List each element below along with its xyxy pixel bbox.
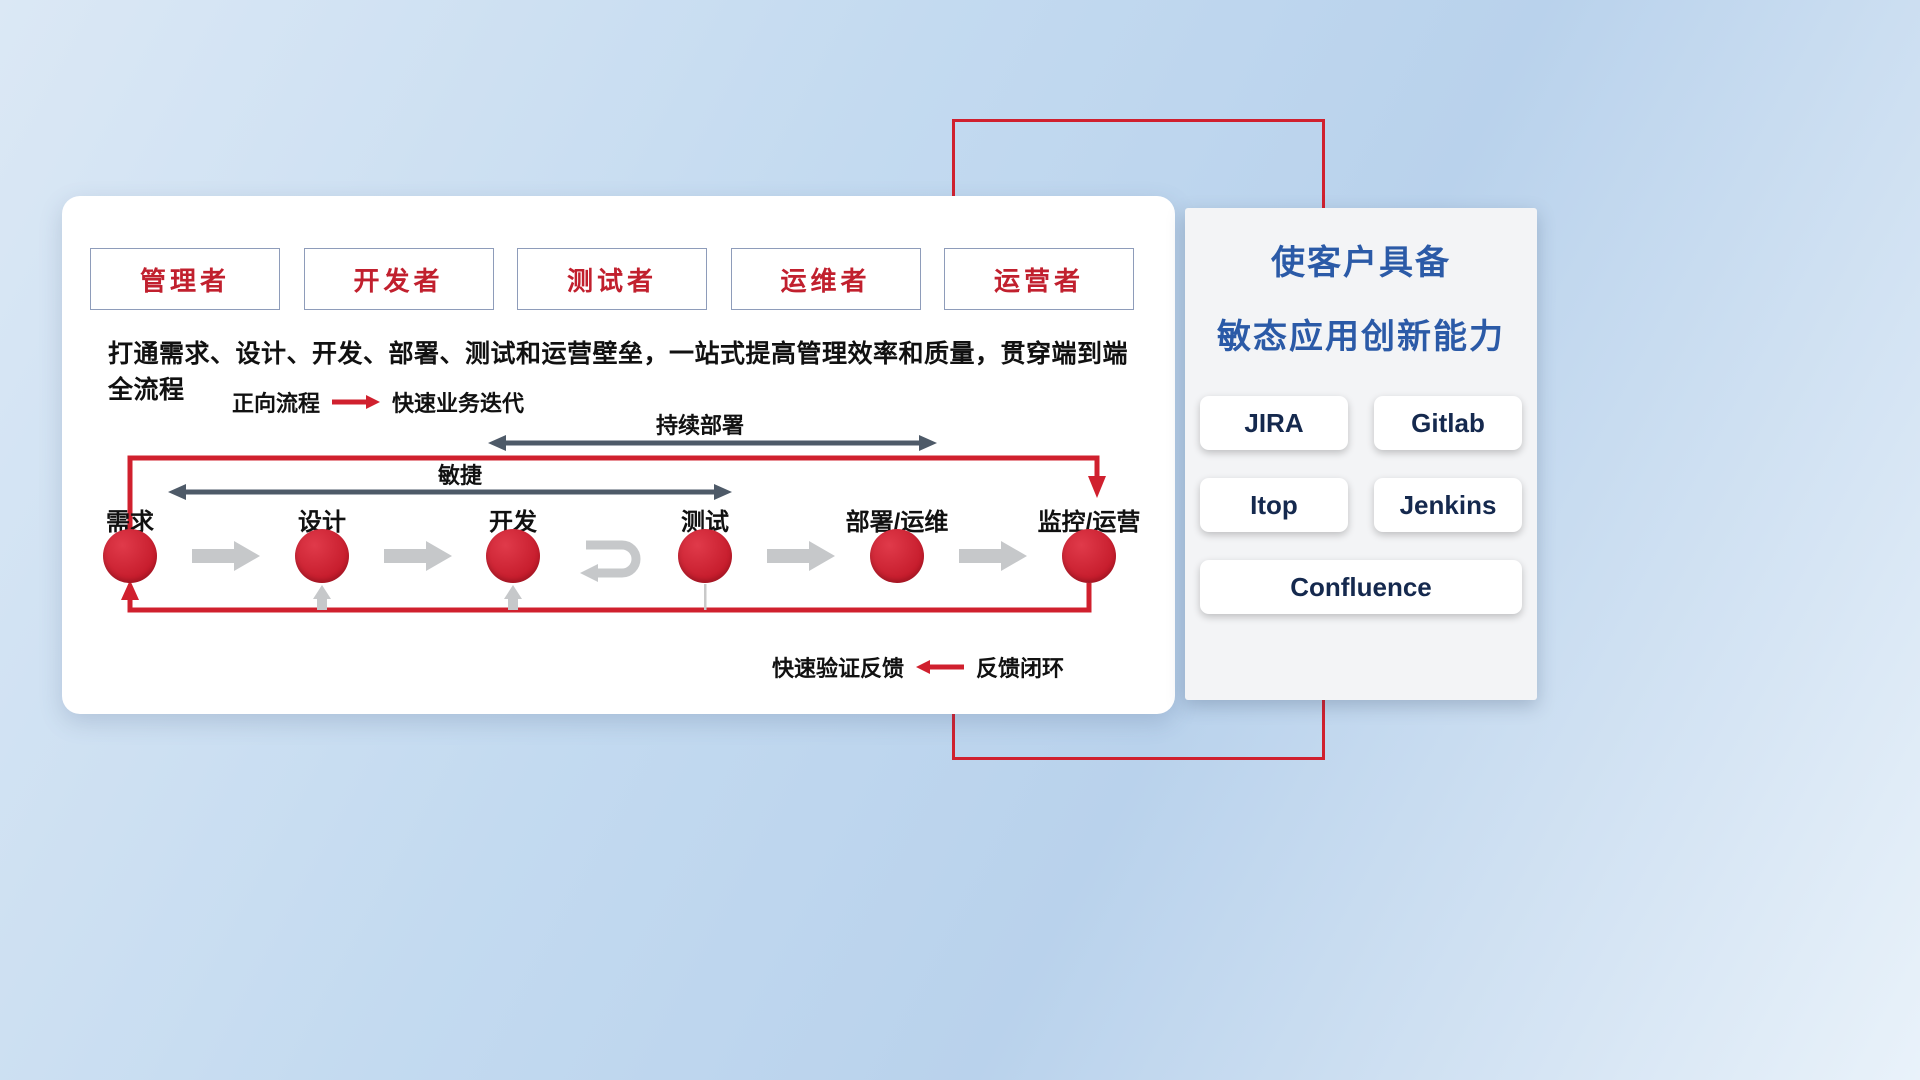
feedback-loop-line bbox=[127, 583, 1092, 613]
left-arrow-icon bbox=[916, 660, 965, 674]
step-arrow-5 bbox=[959, 541, 1027, 571]
cd-arrowhead-right bbox=[919, 435, 937, 451]
tool-chip-itop: Itop bbox=[1200, 478, 1348, 532]
stage-circle-test bbox=[678, 529, 732, 583]
panel-title-line1: 使客户具备 bbox=[1271, 244, 1451, 282]
agile-arrowhead-left bbox=[168, 484, 186, 500]
role-box-manager: 管理者 bbox=[90, 248, 280, 310]
role-box-operator: 运营者 bbox=[944, 248, 1134, 310]
forward-loop-arrowhead bbox=[1088, 476, 1106, 498]
stage-circle-develop bbox=[486, 529, 540, 583]
tool-chip-jenkins: Jenkins bbox=[1374, 478, 1522, 532]
role-box-ops: 运维者 bbox=[730, 248, 921, 310]
roles-row: 管理者 开发者 测试者 运维者 运营者 bbox=[90, 248, 1134, 312]
role-box-developer: 开发者 bbox=[303, 248, 494, 310]
feedback-legend-label: 快速验证反馈 bbox=[772, 656, 905, 681]
panel-title-line2: 敏态应用创新能力 bbox=[1217, 318, 1505, 356]
feedback-up-arrow-dev bbox=[504, 585, 522, 610]
forward-flow-label: 正向流程 bbox=[232, 391, 321, 416]
agile-label: 敏捷 bbox=[437, 463, 483, 488]
capability-panel: 使客户具备 敏态应用创新能力 JIRA Gitlab Itop Jenkins … bbox=[1185, 208, 1537, 700]
feedback-legend-desc: 反馈闭环 bbox=[976, 656, 1065, 681]
step-arrow-1 bbox=[192, 541, 260, 571]
step-arrow-2 bbox=[384, 541, 452, 571]
feedback-legend: 快速验证反馈 反馈闭环 bbox=[772, 651, 1064, 683]
continuous-deployment-label: 持续部署 bbox=[655, 413, 745, 438]
stage-circle-requirements bbox=[103, 529, 157, 583]
iteration-uturn-arrow bbox=[586, 540, 641, 578]
tool-chip-gitlab: Gitlab bbox=[1374, 396, 1522, 450]
right-arrow-icon bbox=[332, 395, 381, 409]
iteration-uturn-arrowhead bbox=[580, 564, 598, 582]
card-subtitle: 打通需求、设计、开发、部署、测试和运营壁垒，一站式提高管理效率和质量，贯穿端到端… bbox=[108, 340, 1129, 404]
tool-chip-confluence: Confluence bbox=[1200, 560, 1522, 614]
feedback-loop-arrowhead bbox=[121, 580, 139, 600]
stage-circle-design bbox=[295, 529, 349, 583]
feedback-up-arrow-design bbox=[313, 585, 331, 610]
forward-loop-line bbox=[127, 455, 1100, 532]
tools-grid: JIRA Gitlab Itop Jenkins Confluence bbox=[1200, 396, 1522, 614]
step-arrow-4 bbox=[767, 541, 835, 571]
cd-arrowhead-left bbox=[488, 435, 506, 451]
forward-flow-desc: 快速业务迭代 bbox=[392, 391, 525, 416]
feedback-connector-test bbox=[704, 584, 707, 610]
role-box-tester: 测试者 bbox=[517, 248, 707, 310]
agile-arrowhead-right bbox=[714, 484, 732, 500]
stage-circle-monitor-ops bbox=[1062, 529, 1116, 583]
tool-chip-jira: JIRA bbox=[1200, 396, 1348, 450]
stage-circle-deploy-ops bbox=[870, 529, 924, 583]
forward-flow-legend: 正向流程 快速业务迭代 bbox=[232, 386, 524, 418]
flow-diagram-canvas bbox=[121, 435, 1106, 613]
devops-flow-card: 管理者 开发者 测试者 运维者 运营者 打通需求、设计、开发、部署、测试和运营壁… bbox=[62, 196, 1175, 714]
